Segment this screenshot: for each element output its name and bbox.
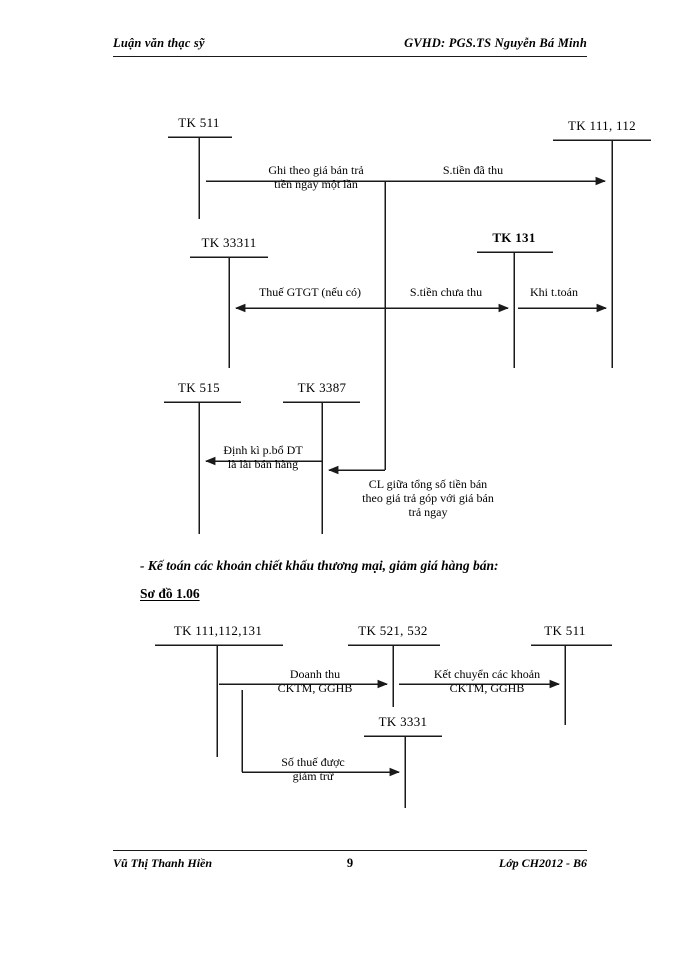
flow-label-doanh-thu: Doanh thu CKTM, GGHB	[278, 667, 353, 695]
header-thesis-title: Luận văn thạc sỹ	[113, 36, 205, 50]
flow-label-thue-gtgt: Thuế GTGT (nếu có)	[258, 285, 362, 299]
account-label-tk33311: TK 33311	[201, 235, 257, 250]
account-label-tk511-d2: TK 511	[544, 623, 586, 638]
figure-caption: Sơ đồ 1.06	[140, 586, 200, 601]
flow-label-line-2: CKTM, GGHB	[449, 681, 525, 695]
footer-author: Vũ Thị Thanh Hiền	[113, 856, 213, 870]
flow-label-line-2: CKTM, GGHB	[277, 681, 353, 695]
section-text-line: - Kế toán các khoản chiết khấu thương mạ…	[140, 558, 499, 573]
page-header: Luận văn thạc sỹ GVHD: PGS.TS Nguyễn Bá …	[113, 36, 587, 58]
footer-class: Lớp CH2012 - B6	[498, 856, 587, 870]
flow-label-ghi-theo-gia-ban: Ghi theo giá bán trả tiền ngay một lần	[268, 163, 363, 191]
flow-label-line-2: là lãi bán hàng	[227, 457, 299, 471]
flow-label-line-2: theo giá trả góp với giá bán	[362, 491, 494, 505]
header-advisor: GVHD: PGS.TS Nguyễn Bá Minh	[404, 36, 587, 50]
account-label-tk3387: TK 3387	[297, 380, 347, 395]
flow-label-line-2: giảm trừ	[292, 769, 334, 783]
flow-label-line-2: tiền ngay một lần	[274, 177, 358, 191]
flow-label-line-1: Doanh thu	[289, 667, 341, 681]
account-label-tk511-d1: TK 511	[178, 115, 220, 130]
flow-label-s-tien-chua-thu: S.tiền chưa thu	[409, 285, 483, 299]
flow-label-cl-giua-tong-so-tien-ban: CL giữa tổng số tiền bán theo giá trả gó…	[362, 477, 494, 519]
flow-label-line-1: Ghi theo giá bán trả	[268, 163, 364, 177]
flow-label-khi-t-toan: Khi t.toán	[530, 285, 578, 299]
flow-label-line-1: CL giữa tổng số tiền bán	[368, 477, 488, 491]
footer-page-number: 9	[346, 856, 354, 870]
flow-label-ket-chuyen: Kết chuyển các khoản CKTM, GGHB	[434, 667, 540, 695]
flow-label-dinh-ki-pbo-dt: Định kì p.bổ DT là lãi bán hàng	[223, 443, 302, 471]
account-label-tk3331: TK 3331	[378, 714, 428, 729]
account-label-tk131: TK 131	[492, 230, 536, 245]
account-label-tk111-112: TK 111, 112	[568, 118, 636, 133]
account-label-tk521-532: TK 521, 532	[358, 623, 428, 638]
account-label-tk515: TK 515	[178, 380, 220, 395]
page-footer: Vũ Thị Thanh Hiền 9 Lớp CH2012 - B6	[113, 850, 587, 880]
header-divider	[113, 56, 587, 57]
flow-label-so-thue-duoc-giam-tru: Số thuế được giảm trừ	[281, 755, 345, 783]
footer-divider	[113, 850, 587, 851]
flow-label-line-1: Số thuế được	[281, 755, 345, 769]
flow-label-line-3: trả ngay	[408, 505, 448, 519]
flow-label-line-1: Kết chuyển các khoản	[433, 667, 541, 681]
account-label-tk111-112-131: TK 111,112,131	[173, 623, 263, 638]
flow-label-s-tien-da-thu: S.tiền đã thu	[442, 163, 504, 177]
flow-label-line-1: Định kì p.bổ DT	[223, 443, 303, 457]
